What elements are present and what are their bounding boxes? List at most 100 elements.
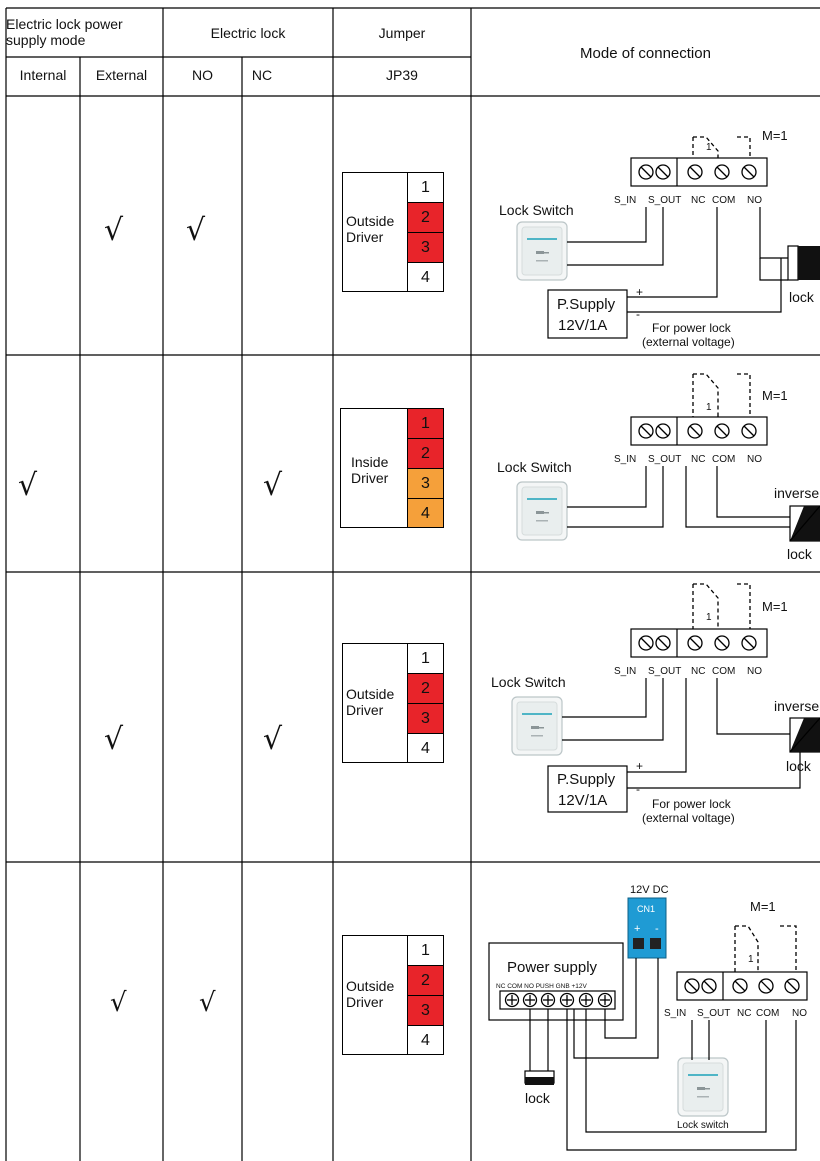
terminal-s-out: S_OUT (697, 1008, 730, 1019)
connection-diagram-row3: 1 M=1 S_IN S_OUT NC COM NO Lock Switch i… (491, 583, 820, 825)
jumper-pins: 1 2 3 4 (407, 173, 443, 291)
lock-switch-label: Lock Switch (491, 674, 566, 690)
jumper-pin: 2 (408, 673, 443, 703)
jumper-pin: 4 (408, 262, 443, 291)
power-note-1: For power lock (652, 321, 732, 335)
terminal-nc: NC (691, 666, 705, 677)
terminal-nc: NC (737, 1008, 751, 1019)
jumper-pins: 1 2 3 4 (407, 409, 443, 527)
terminal-s-out: S_OUT (648, 666, 681, 677)
lock-label: lock (789, 289, 815, 305)
terminal-no: NO (747, 666, 762, 677)
table-grid (5, 7, 820, 1161)
lock-label: lock (786, 758, 812, 774)
jumper-pin: 4 (408, 733, 443, 762)
jumper-label-line2: Driver (346, 994, 384, 1010)
header-no: NO (192, 67, 213, 83)
cn1-minus: - (655, 923, 659, 935)
exit-button-row3 (511, 696, 563, 756)
terminal-s-in: S_IN (614, 454, 636, 465)
jumper-label-line1: Outside (346, 213, 395, 229)
terminal-nc: NC (691, 454, 705, 465)
m-label-row4: M=1 (750, 899, 776, 914)
header-electric-lock: Electric lock (210, 25, 286, 41)
check-row1-no: √ (186, 213, 206, 248)
jumper-pin: 1 (408, 644, 443, 673)
power-supply-label: Power supply (507, 959, 598, 976)
jumper-label-line1: Inside (351, 454, 389, 470)
header-internal: Internal (19, 67, 67, 83)
check-row4-no: √ (199, 988, 216, 1018)
exit-button-row2 (516, 481, 568, 541)
jumper-block-row1: Outside Driver 1 2 3 4 (342, 172, 444, 292)
psu-plus: + (636, 759, 643, 773)
lock-switch-label: Lock Switch (499, 202, 574, 218)
dc-label: 12V DC (630, 884, 669, 896)
terminal-s-in: S_IN (614, 195, 636, 206)
jumper-pin: 3 (408, 995, 443, 1025)
header-external: External (95, 67, 148, 83)
power-supply-terminals-label: NC COM NO PUSH GNB +12V (496, 983, 588, 990)
jumper-pins: 1 2 3 4 (407, 936, 443, 1054)
jumper-label-line1: Outside (346, 978, 395, 994)
power-note-2: (external voltage) (642, 811, 735, 825)
check-row3-nc: √ (263, 722, 283, 757)
check-row2-nc: √ (263, 468, 283, 503)
cn1-label: CN1 (637, 904, 655, 914)
jumper-pin: 2 (408, 202, 443, 232)
wires-row3 (562, 678, 801, 789)
psu-minus: - (636, 782, 640, 796)
jumper-pin: 1 (408, 936, 443, 965)
jumper-label: Outside Driver (346, 978, 394, 1010)
relay-number: 1 (706, 142, 712, 153)
terminal-com: COM (712, 454, 735, 465)
lock-switch-label: Lock Switch (497, 459, 572, 475)
jumper-label-line1: Outside (346, 686, 395, 702)
lock-label: lock (525, 1090, 551, 1106)
jumper-pin: 3 (408, 232, 443, 262)
jumper-block-row2: Inside Driver 1 2 3 4 (340, 408, 444, 528)
check-row2-internal: √ (18, 468, 38, 503)
connection-diagram-row2: 1 M=1 S_IN S_OUT NC COM NO Lock Switch i… (497, 373, 820, 562)
jumper-pin: 2 (408, 965, 443, 995)
terminal-com: COM (712, 195, 735, 206)
terminal-com: COM (712, 666, 735, 677)
terminal-s-out: S_OUT (648, 195, 681, 206)
psu-line2: 12V/1A (558, 792, 607, 809)
jumper-block-row4: Outside Driver 1 2 3 4 (342, 935, 444, 1055)
inverse-label: inverse (774, 485, 819, 501)
wires-row4 (529, 958, 797, 1151)
header-mode-of-connection: Mode of connection (580, 45, 711, 62)
terminal-no: NO (747, 454, 762, 465)
terminal-s-out: S_OUT (648, 454, 681, 465)
power-note-1: For power lock (652, 797, 732, 811)
header-jumper: Jumper (378, 25, 426, 41)
terminal-no: NO (792, 1008, 807, 1019)
terminal-nc: NC (691, 195, 705, 206)
check-row1-external: √ (104, 213, 124, 248)
psu-minus: - (636, 307, 640, 321)
jumper-pin: 3 (408, 468, 443, 498)
m-label: M=1 (762, 128, 788, 143)
jumper-block-row3: Outside Driver 1 2 3 4 (342, 643, 444, 763)
connection-diagram-row1: 1 M=1 S_IN S_OUT NC COM NO Lock Switch l… (499, 128, 820, 349)
jumper-pin: 1 (408, 173, 443, 202)
power-note-2: (external voltage) (642, 335, 735, 349)
jumper-label-line2: Driver (351, 470, 389, 486)
relay-number: 1 (748, 954, 754, 965)
psu-line2: 12V/1A (558, 317, 607, 334)
inverse-label: inverse (774, 698, 819, 714)
lock-label: lock (787, 546, 813, 562)
psu-line1: P.Supply (557, 296, 616, 313)
cn1-plus: + (634, 923, 640, 935)
check-row3-external: √ (104, 722, 124, 757)
terminal-com: COM (756, 1008, 779, 1019)
jumper-pin: 2 (408, 438, 443, 468)
jumper-pin: 4 (408, 498, 443, 527)
jumper-label-line2: Driver (346, 229, 384, 245)
check-row4-external: √ (110, 988, 127, 1018)
wires-row2 (567, 466, 790, 528)
m-label: M=1 (762, 599, 788, 614)
lock-switch-small-label: Lock switch (677, 1120, 729, 1131)
